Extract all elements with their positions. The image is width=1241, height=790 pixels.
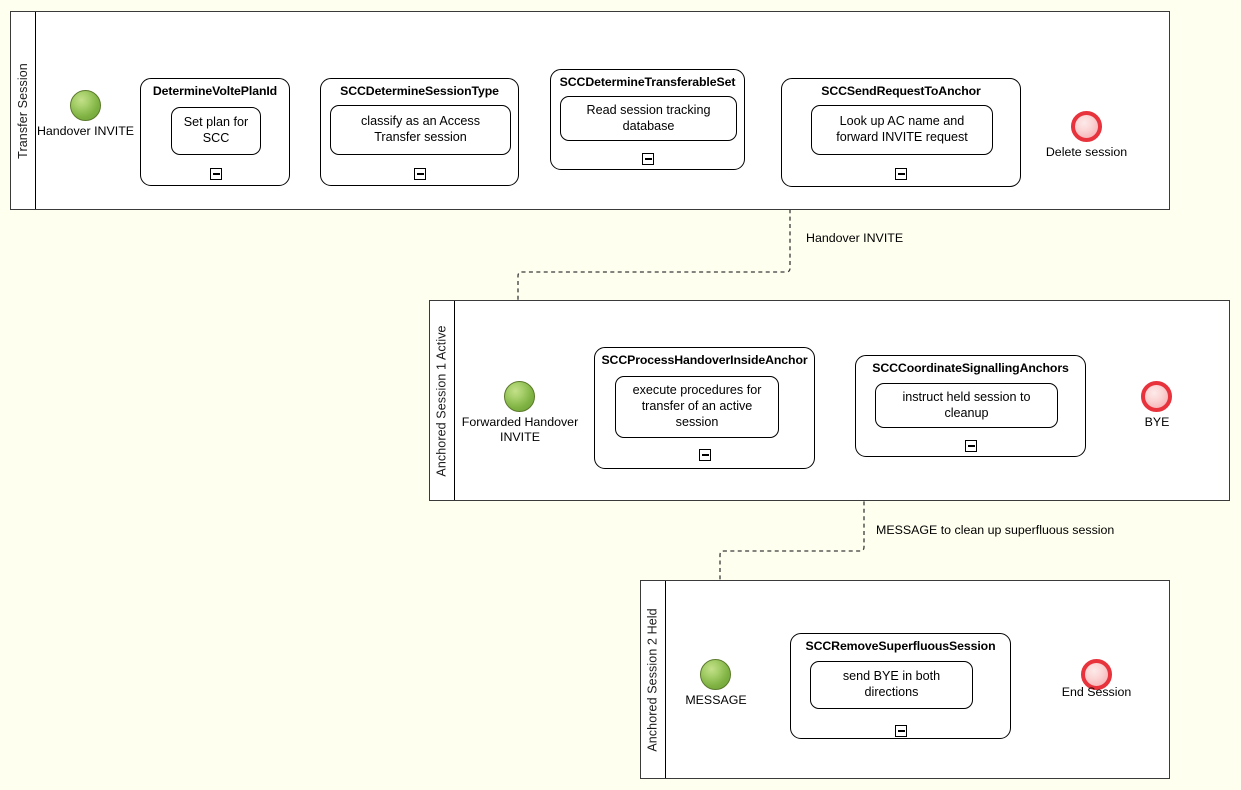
task-title: SCCDetermineSessionType <box>340 84 499 98</box>
task-sccremovesuperfluoussession[interactable]: SCCRemoveSuperfluousSession send BYE in … <box>790 633 1011 739</box>
pool-header-anchored-session-2-held: Anchored Session 2 Held <box>641 581 666 778</box>
task-sccsendrequesttoanchor[interactable]: SCCSendRequestToAnchor Look up AC name a… <box>781 78 1021 187</box>
start-event-label-handover-invite: Handover INVITE <box>36 124 135 138</box>
task-description: classify as an Access Transfer session <box>330 105 511 155</box>
task-description: Set plan for SCC <box>171 107 261 155</box>
collapsed-subprocess-marker[interactable] <box>642 153 654 165</box>
start-event-forwarded-handover-invite[interactable] <box>504 381 535 412</box>
collapsed-subprocess-marker[interactable] <box>895 168 907 180</box>
task-description: instruct held session to cleanup <box>875 383 1058 428</box>
task-description: Look up AC name and forward INVITE reque… <box>811 105 993 155</box>
pool-header-transfer-session: Transfer Session <box>11 12 36 209</box>
task-description: Read session tracking database <box>560 96 737 141</box>
task-title: DetermineVoltePlanId <box>152 84 278 98</box>
pool-label-transfer-session: Transfer Session <box>16 62 30 159</box>
task-description: execute procedures for transfer of an ac… <box>615 376 779 438</box>
task-scccoordinatesignallinganchors[interactable]: SCCCoordinateSignallingAnchors instruct … <box>855 355 1086 457</box>
end-event-delete-session[interactable] <box>1071 111 1102 142</box>
end-event-bye[interactable] <box>1141 381 1172 412</box>
pool-label-anchored-session-2-held: Anchored Session 2 Held <box>646 607 661 752</box>
task-title: SCCRemoveSuperfluousSession <box>805 639 996 653</box>
start-event-label-message: MESSAGE <box>685 693 747 707</box>
start-event-handover-invite[interactable] <box>70 90 101 121</box>
message-flow-label-cleanup-message: MESSAGE to clean up superfluous session <box>876 523 1115 537</box>
collapsed-subprocess-marker[interactable] <box>414 168 426 180</box>
message-flow-label-handover-invite: Handover INVITE <box>806 231 904 245</box>
task-title: SCCCoordinateSignallingAnchors <box>872 361 1069 375</box>
pool-header-anchored-session-1-active: Anchored Session 1 Active <box>430 301 455 500</box>
task-title: SCCSendRequestToAnchor <box>821 84 981 98</box>
task-sccprocesshandoverinsideanchor[interactable]: SCCProcessHandoverInsideAnchor execute p… <box>594 347 815 469</box>
collapsed-subprocess-marker[interactable] <box>965 440 977 452</box>
start-event-label-forwarded-handover-invite: Forwarded Handover INVITE <box>461 415 579 444</box>
task-sccdeterminetransferableset[interactable]: SCCDetermineTransferableSet Read session… <box>550 69 745 170</box>
collapsed-subprocess-marker[interactable] <box>210 168 222 180</box>
collapsed-subprocess-marker[interactable] <box>895 725 907 737</box>
task-description: send BYE in both directions <box>810 661 973 709</box>
task-title: SCCProcessHandoverInsideAnchor <box>601 353 808 367</box>
pool-anchored-session-1-active[interactable]: Anchored Session 1 Active <box>429 300 1230 501</box>
end-event-label-bye: BYE <box>1144 415 1170 429</box>
task-sccdeterminesessiontype[interactable]: SCCDetermineSessionType classify as an A… <box>320 78 519 186</box>
end-event-label-end-session: End Session <box>1061 685 1132 699</box>
collapsed-subprocess-marker[interactable] <box>699 449 711 461</box>
end-event-end-session[interactable] <box>1081 659 1112 690</box>
pool-label-anchored-session-1-active: Anchored Session 1 Active <box>435 324 450 477</box>
task-determinevolteplanid[interactable]: DetermineVoltePlanId Set plan for SCC <box>140 78 290 186</box>
start-event-message[interactable] <box>700 659 731 690</box>
task-title: SCCDetermineTransferableSet <box>559 75 736 89</box>
end-event-label-delete-session: Delete session <box>1045 145 1128 159</box>
